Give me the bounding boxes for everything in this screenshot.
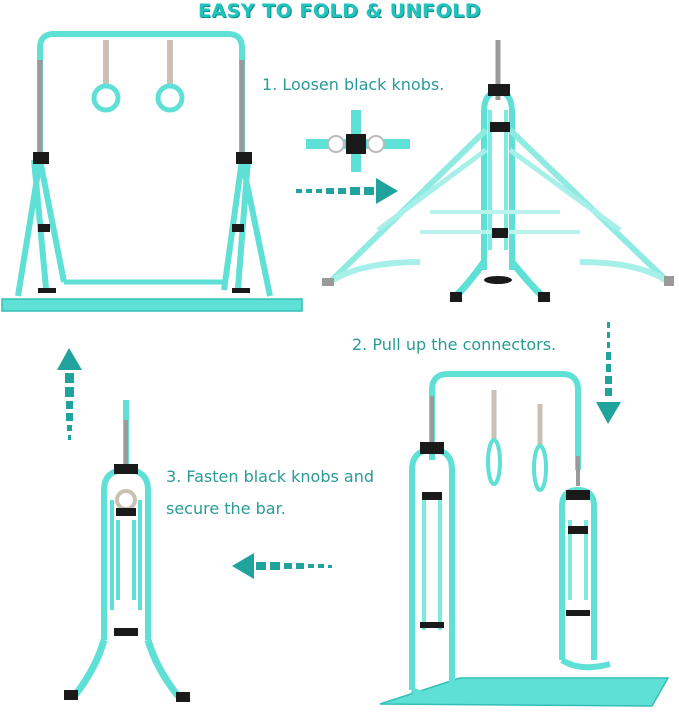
connector-detail xyxy=(306,110,410,172)
assembling-bar-frame xyxy=(379,371,670,707)
knob-icon xyxy=(236,152,252,164)
arrow-down-icon xyxy=(596,322,621,424)
knob-icon xyxy=(327,135,345,153)
knob-icon xyxy=(114,464,138,474)
step-3-label: 3. Fasten black knobs and secure the bar… xyxy=(166,461,374,525)
ring xyxy=(155,83,185,113)
knob-icon xyxy=(420,442,444,454)
knob-icon xyxy=(488,84,510,96)
step-3-line-2: secure the bar. xyxy=(166,499,286,518)
step-2-label: 2. Pull up the connectors. xyxy=(352,335,557,354)
knob-icon xyxy=(33,152,49,164)
arrow-right-icon xyxy=(296,178,398,204)
step-3-line-1: 3. Fasten black knobs and xyxy=(166,467,374,486)
arrow-up-icon xyxy=(57,348,82,440)
arrow-left-icon xyxy=(232,553,332,579)
page-title: EASY TO FOLD & UNFOLD xyxy=(197,0,482,22)
ring xyxy=(91,83,121,113)
unfolded-bar-frame xyxy=(1,31,303,312)
step-1-label: 1. Loosen black knobs. xyxy=(262,75,445,94)
knob-icon xyxy=(367,135,385,153)
folded-bar-frame xyxy=(64,400,190,702)
folding-bar-frame xyxy=(322,40,674,302)
